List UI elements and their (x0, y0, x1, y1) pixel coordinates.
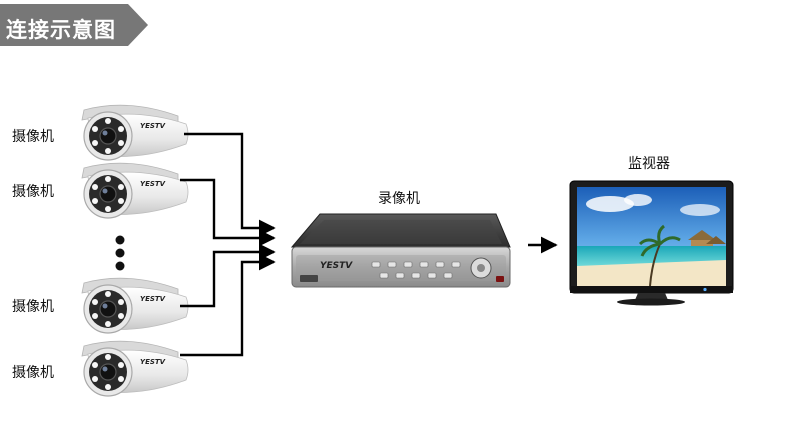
camera-label-4: 摄像机 (12, 365, 54, 381)
camera-label-3: 摄像机 (12, 299, 54, 315)
camera-connectors (180, 132, 276, 357)
camera-brand: YESTV (140, 122, 166, 130)
connector-camera-4 (180, 253, 276, 357)
monitor-label: 监视器 (628, 156, 670, 172)
banner-shape (0, 4, 148, 46)
connector-camera-3 (180, 243, 276, 308)
camera-brand: YESTV (140, 180, 166, 188)
camera-4: YESTV (81, 340, 189, 397)
connector-camera-2 (180, 178, 276, 247)
connector-camera-1 (184, 132, 276, 237)
page-title: 连接示意图 (6, 18, 116, 42)
camera-label-1: 摄像机 (12, 129, 54, 145)
camera-3: YESTV (81, 277, 189, 334)
recorder-label: 录像机 (378, 191, 420, 207)
recorder-brand: YESTV (320, 261, 353, 271)
camera-1: YESTV (81, 104, 189, 161)
header-banner (0, 4, 148, 46)
monitor-device (569, 180, 734, 306)
recorder-device: YESTV (290, 213, 511, 288)
camera-brand: YESTV (140, 295, 166, 303)
recorder-buttons (371, 261, 461, 279)
camera-brand: YESTV (140, 358, 166, 366)
camera-2: YESTV (81, 162, 189, 219)
ellipsis-dots (115, 235, 125, 271)
camera-label-2: 摄像机 (12, 184, 54, 200)
